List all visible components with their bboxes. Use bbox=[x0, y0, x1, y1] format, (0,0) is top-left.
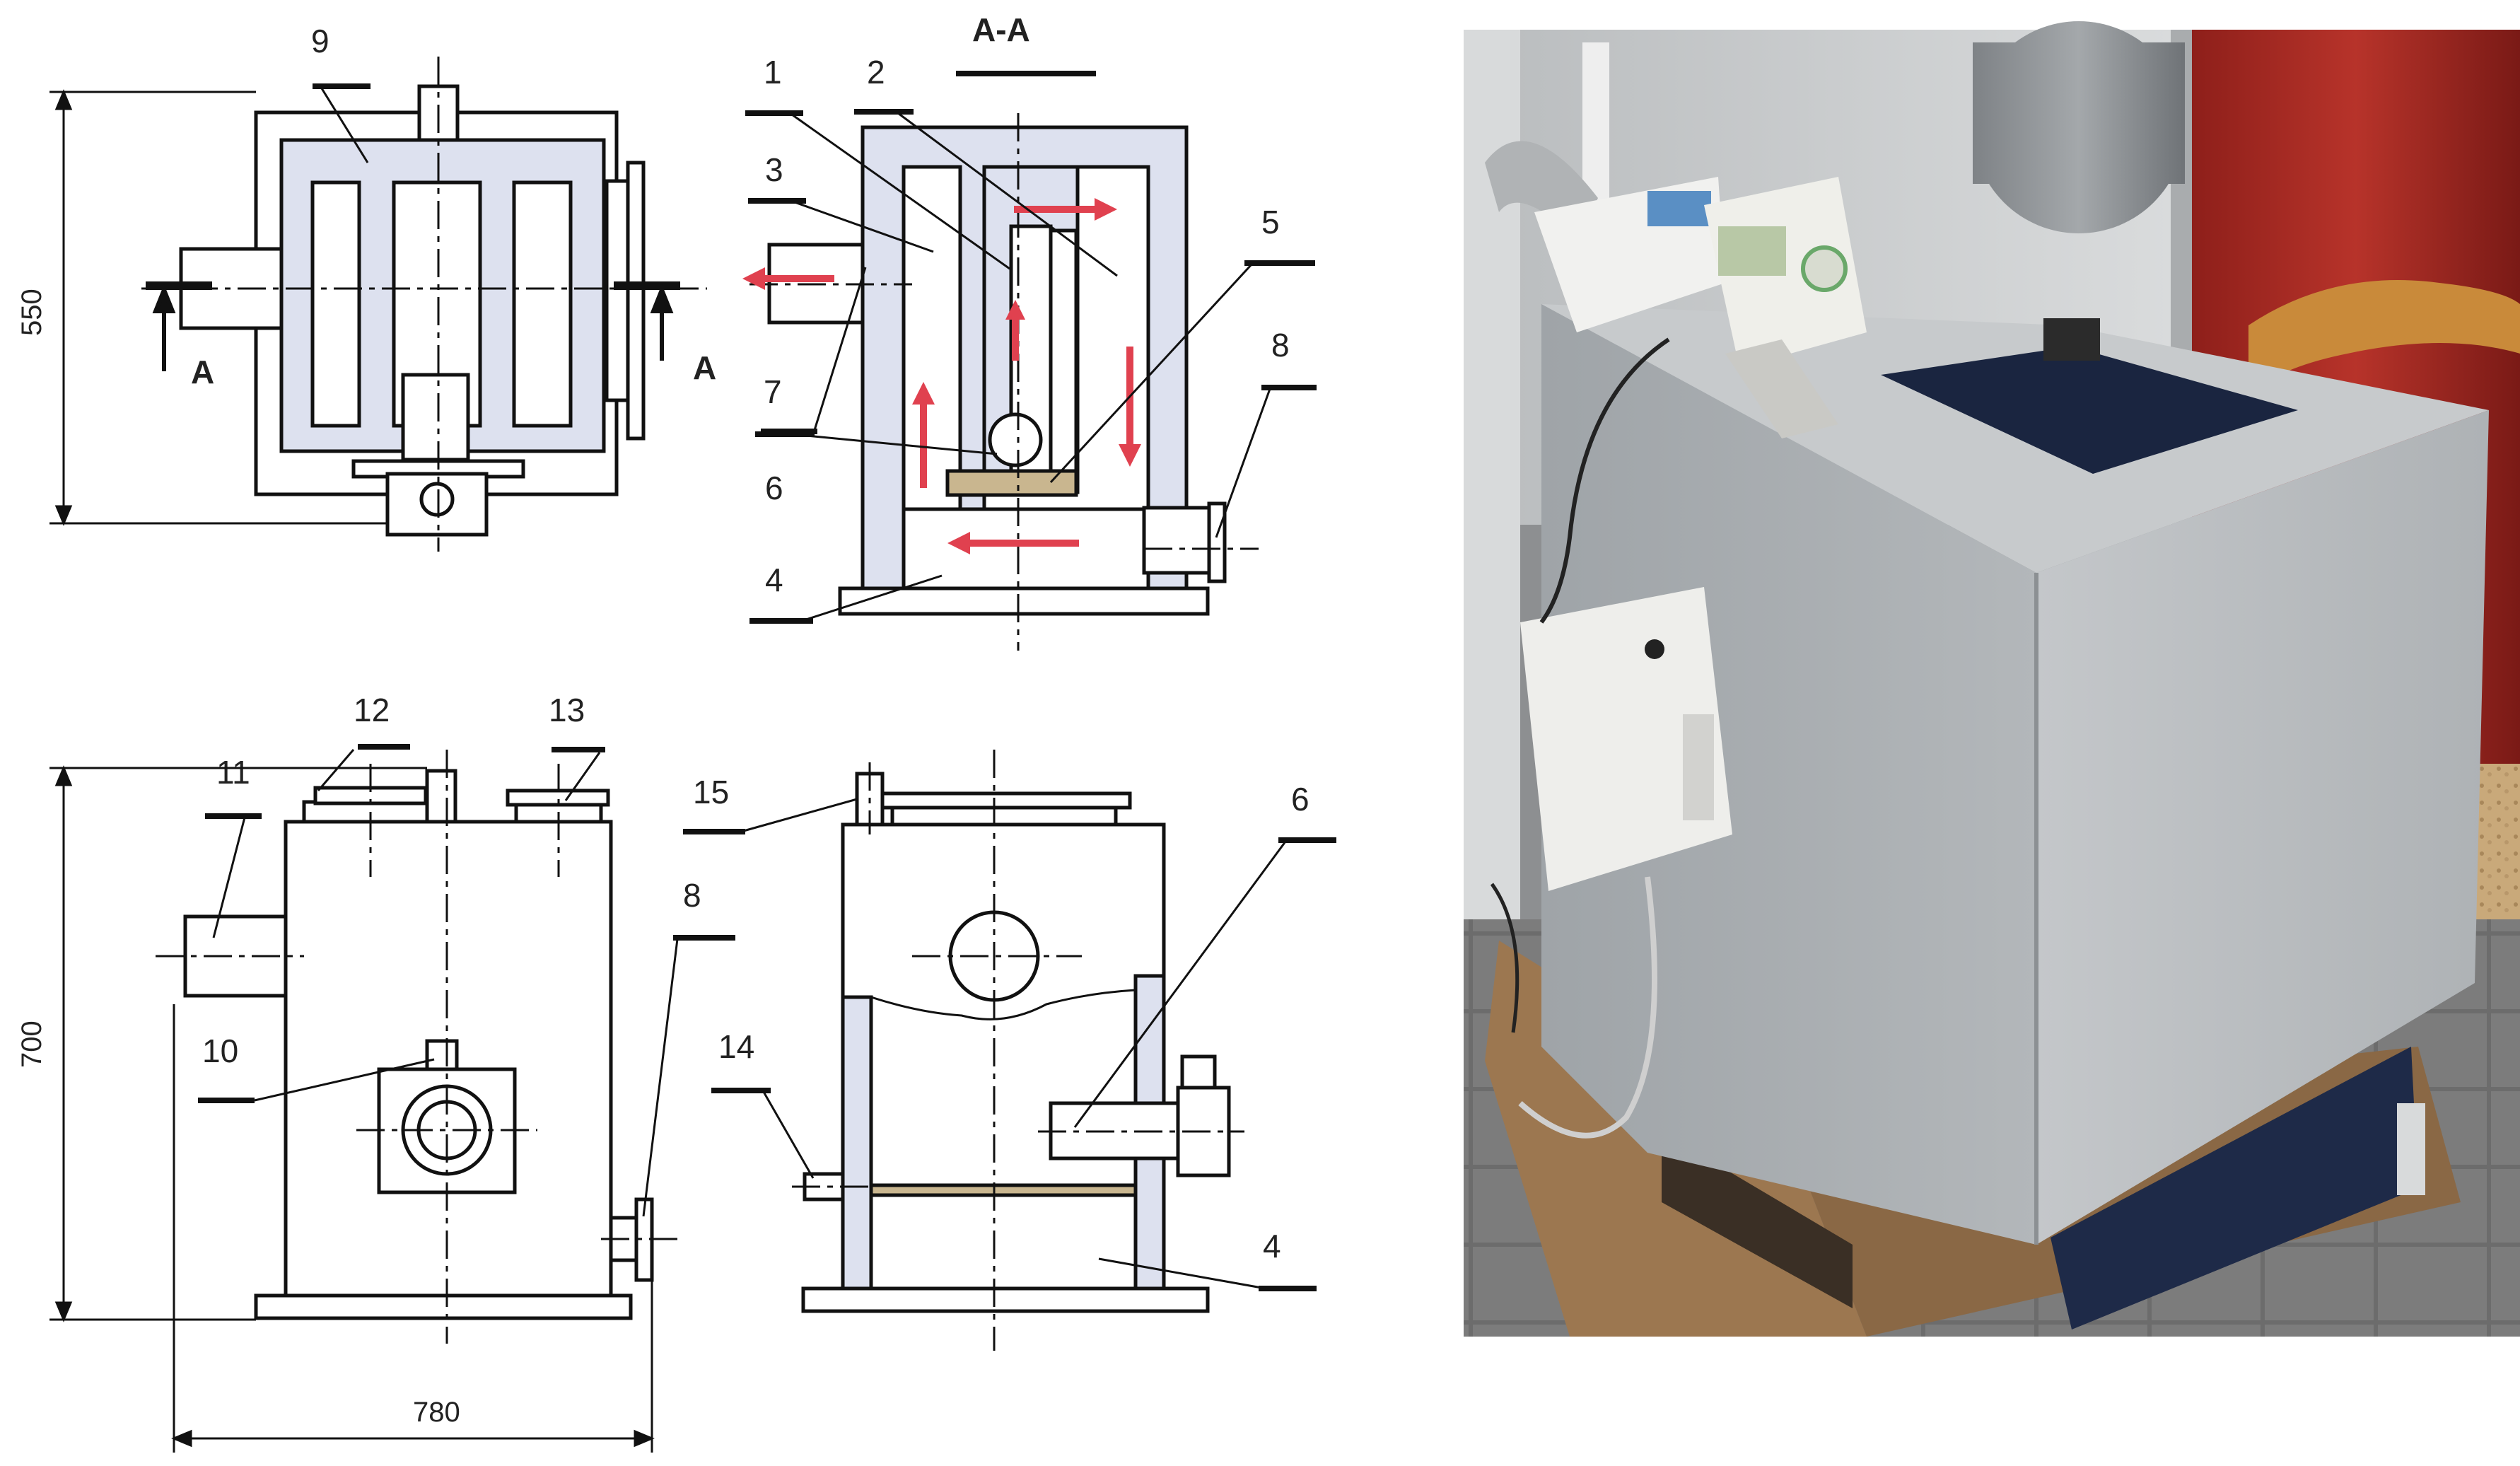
section-title: A-A bbox=[972, 11, 1030, 48]
callout-15: 15 bbox=[693, 774, 729, 810]
dimension-780-label: 780 bbox=[413, 1397, 460, 1428]
section-marker-a-right: A bbox=[693, 349, 716, 386]
section-aa-centerlines bbox=[749, 113, 1259, 651]
callout-4-side: 4 bbox=[1263, 1228, 1281, 1264]
callout-5: 5 bbox=[1261, 204, 1280, 240]
callout-11: 11 bbox=[216, 754, 250, 791]
callout-1: 1 bbox=[764, 54, 782, 91]
section-aa-drawing bbox=[767, 125, 1227, 616]
boiler-photo bbox=[1464, 21, 2520, 1337]
leader-7 bbox=[761, 267, 867, 434]
top-view-drawing bbox=[179, 84, 646, 537]
dimension-780 bbox=[171, 1004, 655, 1453]
callout-10: 10 bbox=[202, 1032, 238, 1069]
dimension-700 bbox=[49, 765, 427, 1322]
callout-14: 14 bbox=[718, 1028, 754, 1065]
callout-4-section: 4 bbox=[765, 562, 783, 598]
callout-12: 12 bbox=[354, 692, 390, 728]
side-view-leaders bbox=[683, 798, 1336, 1291]
section-marker-left bbox=[146, 281, 212, 371]
cutaway-edge bbox=[870, 989, 1136, 1020]
section-marker-right bbox=[614, 281, 680, 361]
top-view-centerlines bbox=[141, 57, 707, 552]
front-view-leaders bbox=[198, 744, 735, 1217]
callout-8-section: 8 bbox=[1271, 327, 1290, 363]
side-view-drawing bbox=[801, 772, 1231, 1313]
callout-8-front: 8 bbox=[683, 877, 701, 914]
callout-7: 7 bbox=[764, 373, 782, 410]
dimension-550 bbox=[49, 89, 387, 526]
section-marker-a-left: A bbox=[191, 354, 214, 390]
callout-3: 3 bbox=[765, 151, 783, 188]
dimension-550-label: 550 bbox=[16, 289, 47, 336]
front-view-drawing bbox=[183, 769, 654, 1320]
dimension-700-label: 700 bbox=[16, 1020, 47, 1068]
front-view-centerlines bbox=[156, 750, 679, 1344]
callout-6-section: 6 bbox=[765, 470, 783, 506]
callout-2: 2 bbox=[867, 54, 885, 91]
callout-6-side: 6 bbox=[1291, 781, 1309, 818]
callout-9: 9 bbox=[311, 23, 329, 59]
callout-13: 13 bbox=[549, 692, 585, 728]
side-view-centerlines bbox=[792, 750, 1244, 1351]
